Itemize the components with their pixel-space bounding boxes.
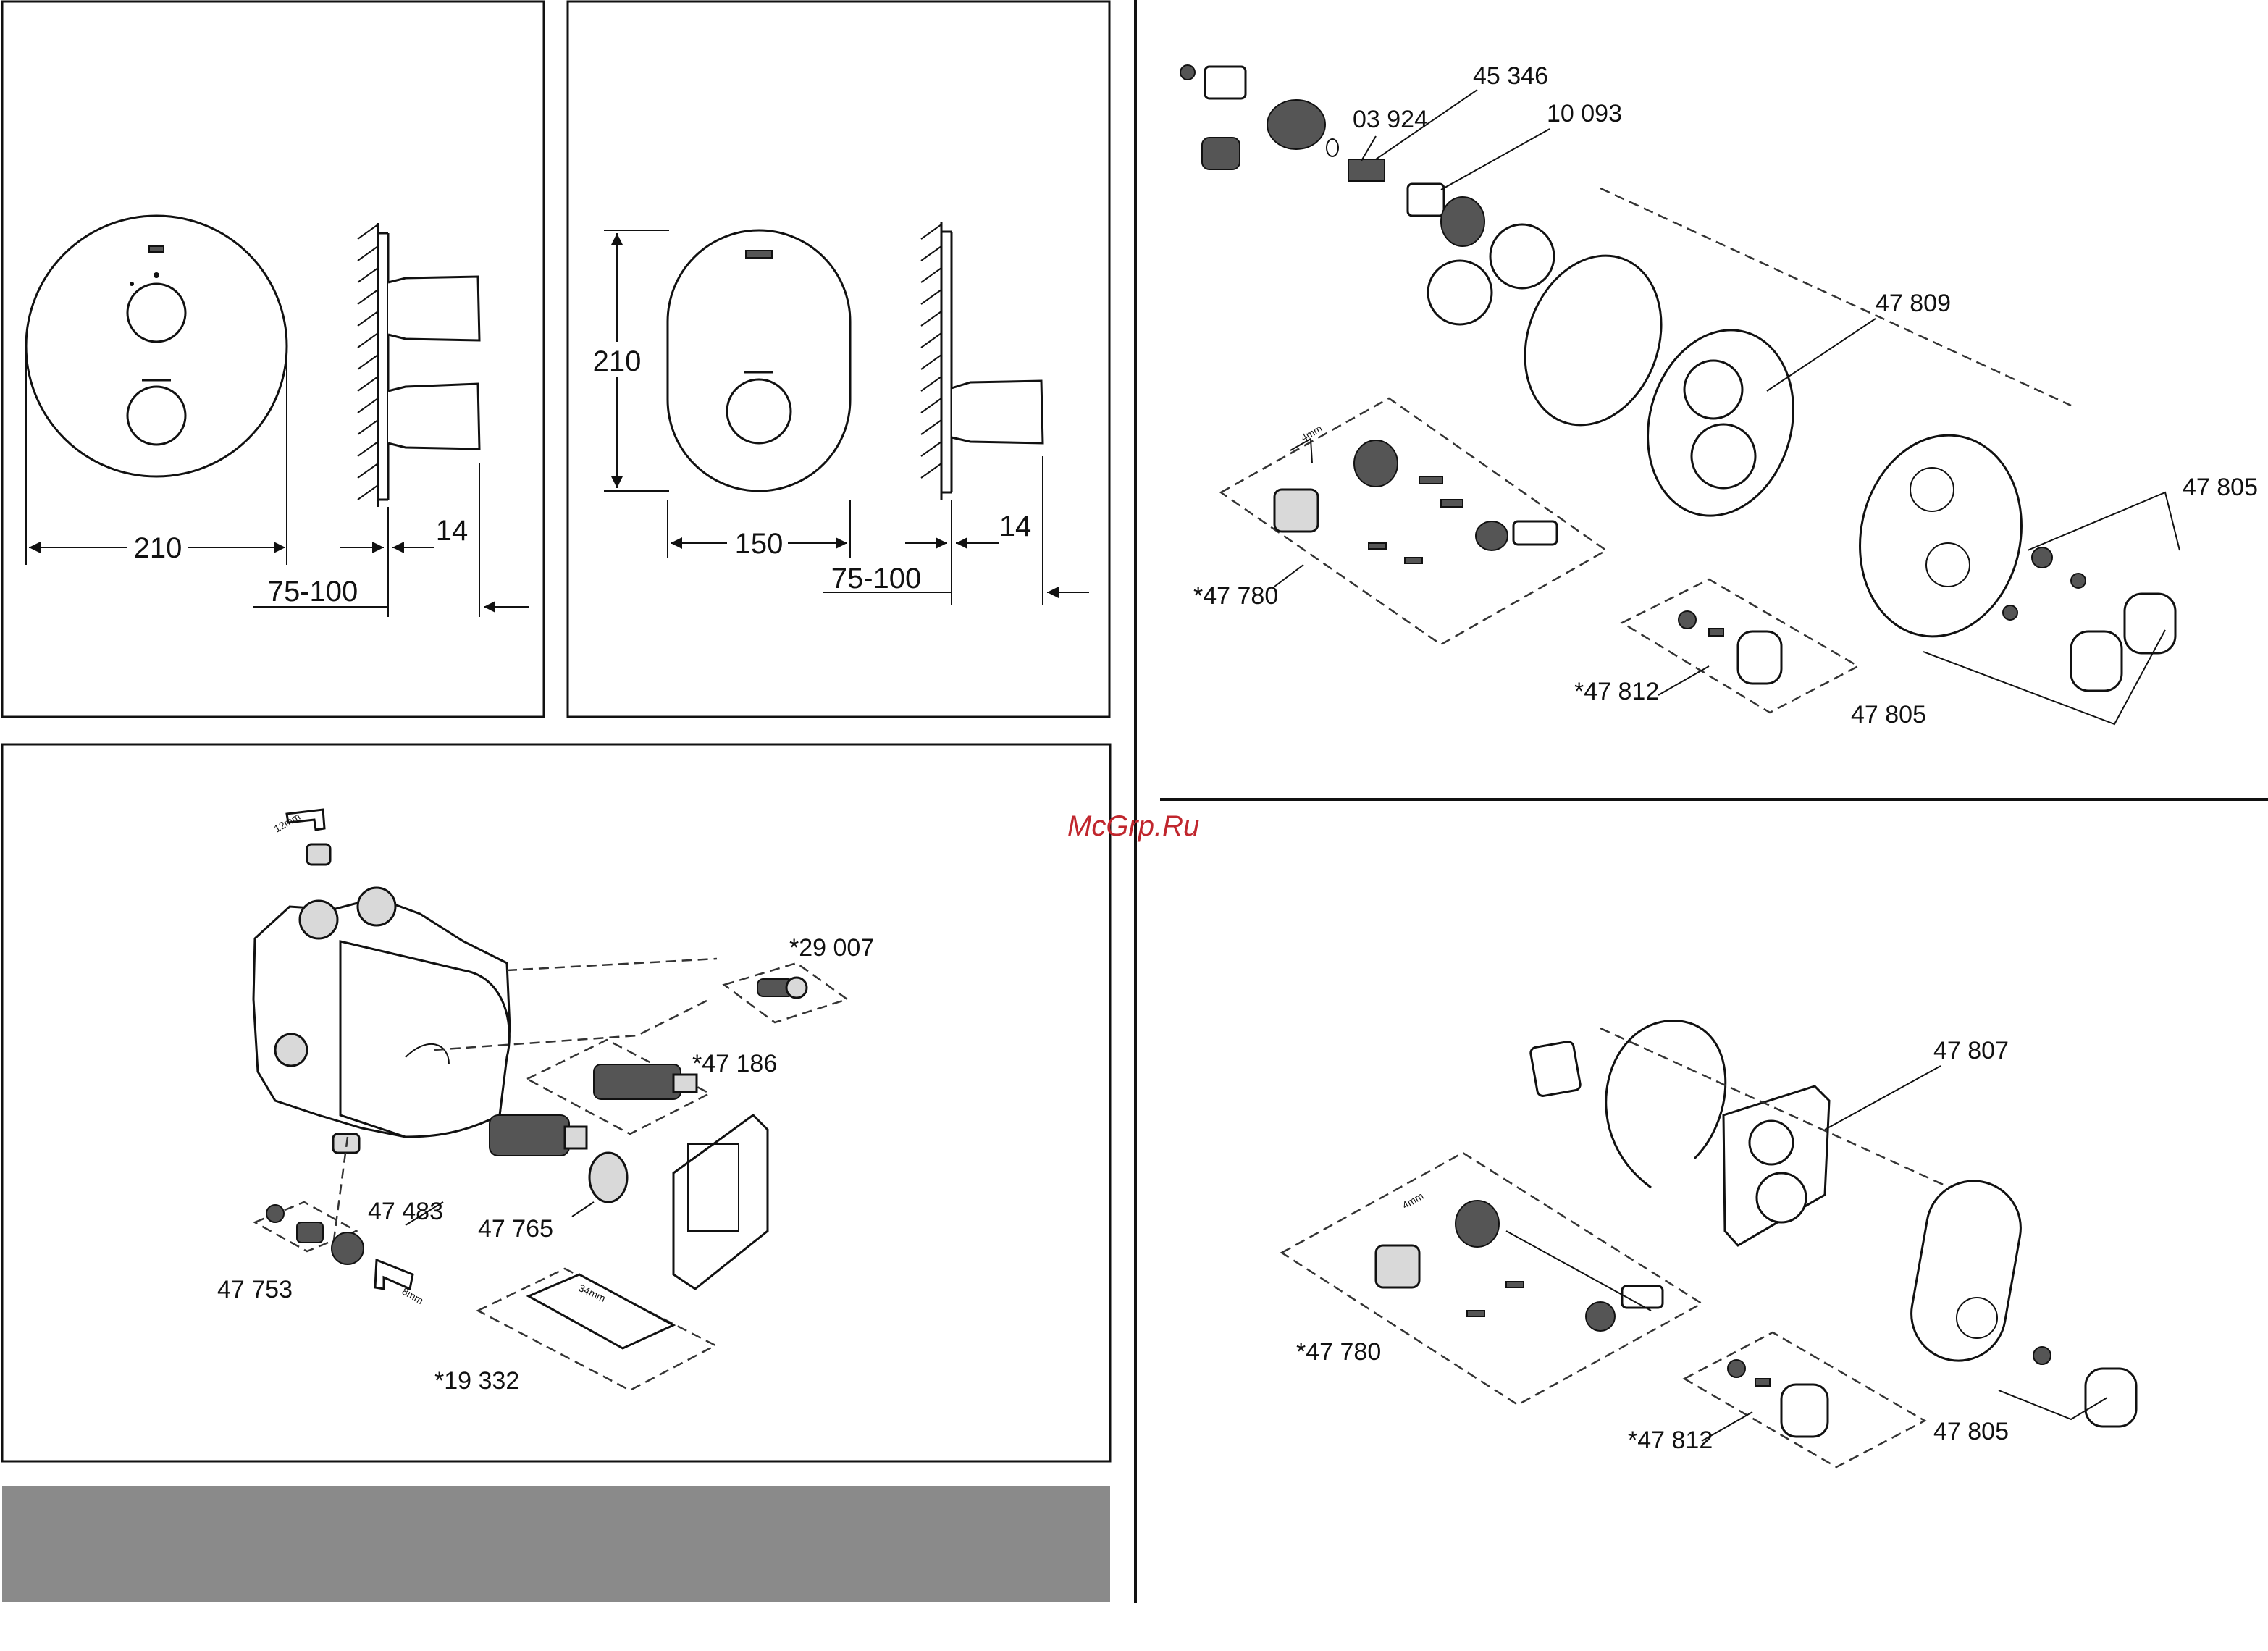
part-label-03924: 03 924 <box>1353 106 1428 133</box>
gray-footer-bar <box>2 1486 1110 1602</box>
part-label-45346: 45 346 <box>1473 62 1548 90</box>
round-trim-top-parts <box>1180 65 1554 324</box>
oval-trim-ring <box>1606 1021 1726 1188</box>
panel-round-trim: 45 346 03 924 10 093 47 809 4mm <box>1180 62 2258 728</box>
round-plate-side <box>358 223 479 507</box>
oval-depth-dim: 14 <box>999 511 1032 542</box>
oval-plate-side <box>921 222 1043 500</box>
oval-trim-47812-kit <box>1684 1332 1925 1467</box>
part-label-47753: 47 753 <box>217 1276 293 1303</box>
round-plate-front <box>26 216 287 476</box>
round-width-dim: 210 <box>134 532 182 564</box>
round-trim-backplate <box>1628 314 1814 532</box>
valve-body <box>253 888 510 1153</box>
panel-oval-trim: 47 807 4mm *47 780 *47 812 <box>1282 1021 2136 1467</box>
round-depth-dim: 14 <box>436 515 469 547</box>
oval-trim-sleeve <box>1530 1041 1582 1096</box>
round-trim-tool-kit: 4mm <box>1221 398 1606 644</box>
oval-trim-handle <box>1999 1347 2136 1427</box>
rough-cover-plate <box>673 1115 768 1289</box>
oval-trim-cover <box>1904 1174 2028 1369</box>
part-label-oval-47780: *47 780 <box>1296 1338 1381 1366</box>
part-47765-cartridge: 47 765 <box>478 1115 627 1243</box>
part-label-47186: *47 186 <box>692 1050 777 1077</box>
part-label-round-47812: *47 812 <box>1574 678 1659 705</box>
watermark-text: McGrp.Ru <box>1067 810 1199 842</box>
part-label-47765: 47 765 <box>478 1215 553 1243</box>
oval-width-dim: 150 <box>735 528 784 560</box>
part-label-47805-lower: 47 805 <box>1851 701 1926 728</box>
oval-trim-backplate <box>1723 1086 1829 1245</box>
part-label-47483: 47 483 <box>368 1198 443 1225</box>
oval-trim-tool-kit: 4mm <box>1282 1153 1702 1405</box>
panel-rough-in: 12mm *29 007 *47 186 <box>2 744 1110 1461</box>
oval-height-dim: 210 <box>593 345 642 377</box>
oval-plate-front <box>668 230 850 491</box>
hex-key-8mm-icon: 8mm <box>375 1260 425 1306</box>
part-29007: *29 007 <box>724 934 874 1022</box>
part-label-47805-upper: 47 805 <box>2183 474 2258 501</box>
part-label-29007: *29 007 <box>789 934 874 962</box>
hex-key-12mm-icon: 12mm <box>272 810 331 865</box>
oval-trim-tool-4mm-label: 4mm <box>1400 1190 1426 1211</box>
part-label-10093: 10 093 <box>1547 100 1622 127</box>
part-label-round-47780: *47 780 <box>1193 582 1278 610</box>
part-label-oval-47805: 47 805 <box>1933 1418 2009 1445</box>
part-label-47809: 47 809 <box>1876 290 1951 317</box>
panel-oval-dimensions: 210 150 14 75-100 <box>568 1 1109 717</box>
panel-round-dimensions: 210 14 75-100 <box>2 1 544 717</box>
part-label-oval-47812: *47 812 <box>1628 1427 1713 1454</box>
part-label-47807: 47 807 <box>1933 1037 2009 1064</box>
hex-key-8mm-label: 8mm <box>400 1285 426 1306</box>
part-19332: 34mm *19 332 <box>434 1269 715 1395</box>
oval-install-dim: 75-100 <box>831 563 922 595</box>
part-label-19332: *19 332 <box>434 1367 519 1395</box>
round-install-dim: 75-100 <box>268 576 358 608</box>
